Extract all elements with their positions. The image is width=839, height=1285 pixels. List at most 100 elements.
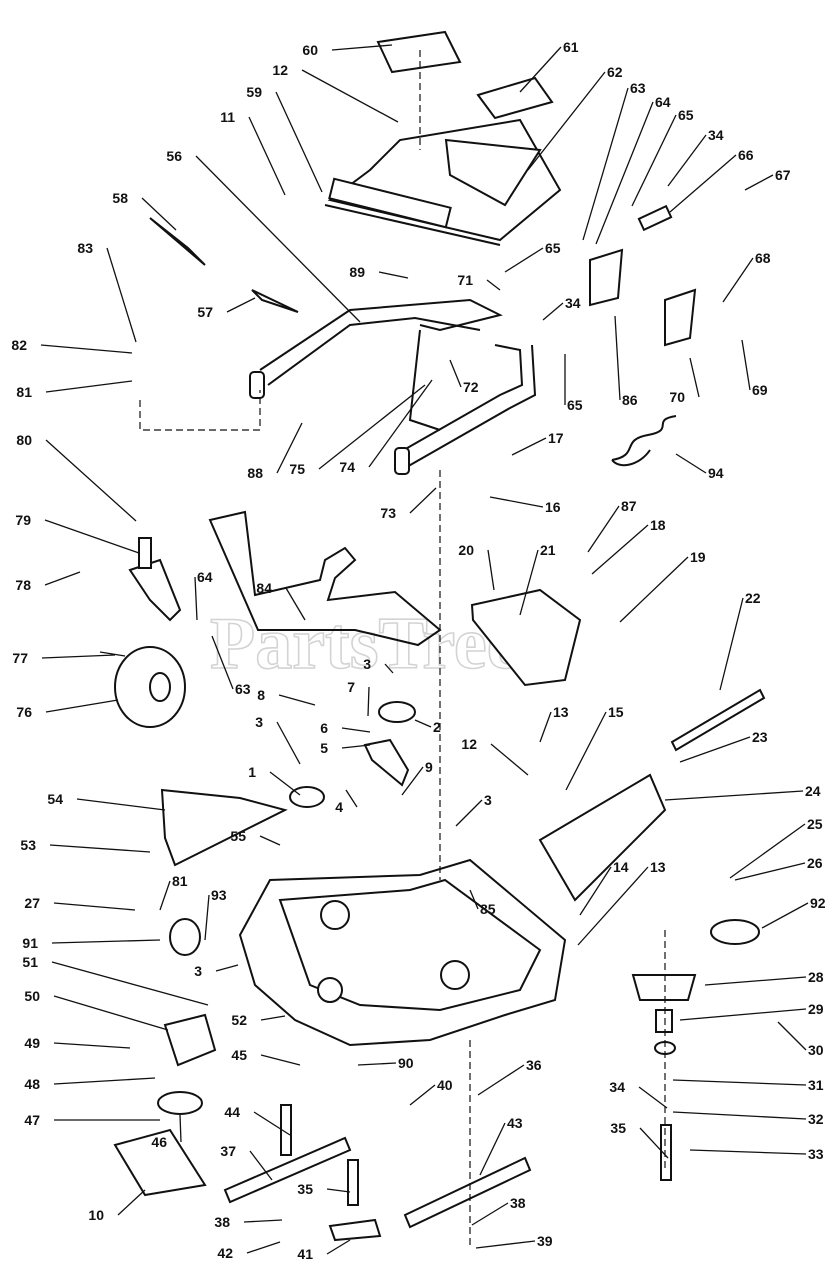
callout-leader-23 xyxy=(679,736,751,763)
decal-58 xyxy=(149,217,206,266)
callout-leader-92 xyxy=(761,902,809,929)
callout-66: 66 xyxy=(738,147,754,163)
callout-3: 3 xyxy=(363,656,371,672)
callout-leader-50 xyxy=(53,995,169,1031)
callout-43: 43 xyxy=(507,1115,523,1131)
callout-leader-61 xyxy=(519,46,562,93)
decal-57 xyxy=(251,289,299,313)
callout-3: 3 xyxy=(484,792,492,808)
callout-69: 69 xyxy=(752,382,768,398)
callout-24: 24 xyxy=(805,783,821,799)
callout-leader-76 xyxy=(45,699,119,713)
callout-19: 19 xyxy=(690,549,706,565)
callout-leader-55 xyxy=(259,835,281,846)
callout-leader-45 xyxy=(260,1054,301,1066)
callout-58: 58 xyxy=(112,190,128,206)
callout-leader-52 xyxy=(260,1015,286,1021)
callout-leader-21 xyxy=(519,549,539,616)
deck-frame xyxy=(249,298,537,475)
callout-48: 48 xyxy=(24,1076,40,1092)
callout-76: 76 xyxy=(16,704,32,720)
callout-37: 37 xyxy=(220,1143,236,1159)
callout-46: 46 xyxy=(151,1134,167,1150)
callout-56: 56 xyxy=(166,148,182,164)
callout-leader-17 xyxy=(511,437,547,456)
callout-2: 2 xyxy=(433,719,441,735)
idler-arm xyxy=(363,738,410,787)
callout-10: 10 xyxy=(88,1207,104,1223)
callout-leader-71 xyxy=(486,279,501,291)
callout-13: 13 xyxy=(650,859,666,875)
callout-leader-38 xyxy=(471,1202,509,1226)
drive-belt-84 xyxy=(208,510,442,647)
callout-51: 51 xyxy=(22,954,38,970)
callout-leader-20 xyxy=(487,549,495,591)
callout-23: 23 xyxy=(752,729,768,745)
callout-leader-8 xyxy=(278,694,316,706)
callout-50: 50 xyxy=(24,988,40,1004)
blade-37 xyxy=(223,1136,352,1204)
callout-leader-63 xyxy=(582,87,629,241)
discharge-chute-24 xyxy=(538,773,667,902)
callout-84: 84 xyxy=(256,580,272,596)
callout-88: 88 xyxy=(247,465,263,481)
callout-68: 68 xyxy=(755,250,771,266)
callout-leader-29 xyxy=(679,1008,807,1021)
pulley-27 xyxy=(710,919,760,945)
callout-leader-34 xyxy=(667,134,707,187)
callout-leader-35 xyxy=(326,1188,351,1193)
callout-16: 16 xyxy=(545,499,561,515)
callout-83: 83 xyxy=(77,240,93,256)
callout-leader-46 xyxy=(179,1114,182,1143)
callout-93: 93 xyxy=(211,887,227,903)
assembly-line-left xyxy=(139,390,261,431)
callout-leader-1 xyxy=(269,771,301,796)
callout-31: 31 xyxy=(808,1077,824,1093)
callout-17: 17 xyxy=(548,430,564,446)
callout-87: 87 xyxy=(621,498,637,514)
callout-leader-39 xyxy=(475,1240,536,1249)
callout-leader-34 xyxy=(542,302,564,321)
callout-leader-33 xyxy=(689,1149,807,1155)
callout-35: 35 xyxy=(297,1181,313,1197)
callout-63: 63 xyxy=(630,80,646,96)
spindle-shaft-35-right xyxy=(660,1124,672,1181)
callout-85: 85 xyxy=(480,901,496,917)
callout-leader-60 xyxy=(331,44,393,51)
idler-pulley-upper xyxy=(378,701,416,723)
callout-leader-26 xyxy=(734,862,806,881)
discharge-chute-shield xyxy=(324,118,562,246)
callout-leader-3 xyxy=(384,663,394,674)
spindle-shaft-35-center xyxy=(347,1159,359,1206)
wheel-91 xyxy=(169,918,201,956)
callout-leader-22 xyxy=(719,597,744,691)
callout-77: 77 xyxy=(12,650,28,666)
callout-leader-44 xyxy=(253,1111,291,1136)
callout-leader-79 xyxy=(44,519,140,554)
callout-20: 20 xyxy=(458,542,474,558)
callout-41: 41 xyxy=(297,1246,313,1262)
callout-90: 90 xyxy=(398,1055,414,1071)
callout-60: 60 xyxy=(302,42,318,58)
callout-94: 94 xyxy=(708,465,724,481)
callout-leader-53 xyxy=(49,844,151,853)
callout-81: 81 xyxy=(16,384,32,400)
caster-hub xyxy=(149,672,171,702)
spindle-housing-28 xyxy=(631,974,697,1001)
callout-leader-7 xyxy=(367,686,370,717)
callout-leader-69 xyxy=(741,339,751,391)
callout-leader-62 xyxy=(527,71,606,171)
spring-94 xyxy=(611,415,677,467)
callout-79: 79 xyxy=(15,512,31,528)
callout-89: 89 xyxy=(349,264,365,280)
callout-leader-85 xyxy=(469,889,479,910)
callout-leader-82 xyxy=(40,344,133,354)
watermark-text: PartsTree xyxy=(210,603,520,685)
callout-leader-6 xyxy=(341,727,371,733)
callout-leader-51 xyxy=(51,961,209,1006)
callout-leader-25 xyxy=(729,823,806,879)
callout-leader-64 xyxy=(595,101,654,245)
callout-leader-59 xyxy=(275,91,323,193)
callout-leader-27 xyxy=(53,902,136,911)
callout-leader-78 xyxy=(44,571,81,586)
